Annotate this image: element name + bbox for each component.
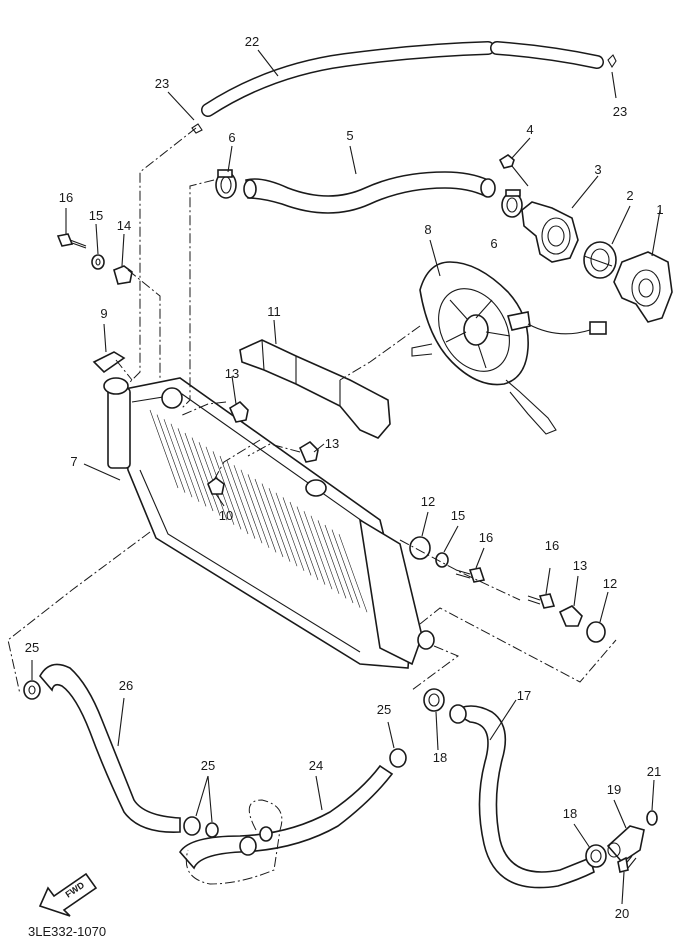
callout-3: 3	[594, 162, 601, 177]
callout-13: 13	[573, 558, 587, 573]
forward-arrow: FWD	[38, 872, 98, 917]
leader-lines	[31, 49, 661, 905]
hose-clamp-25-left	[23, 680, 41, 700]
callout-17: 17	[517, 688, 531, 703]
callout-15: 15	[89, 208, 103, 223]
pipe-24	[179, 764, 394, 870]
radiator-fins	[149, 409, 368, 613]
clip-23-left	[191, 123, 203, 134]
callout-23: 23	[613, 104, 627, 119]
callout-20: 20	[615, 906, 629, 921]
callout-16: 16	[545, 538, 559, 553]
bolt-16-middle	[455, 567, 486, 583]
callout-13: 13	[325, 436, 339, 451]
hose-5	[243, 171, 496, 214]
callout-25: 25	[377, 702, 391, 717]
thermostat-cover-3	[521, 201, 579, 263]
callout-12: 12	[603, 576, 617, 591]
bolt-16-right	[527, 593, 556, 609]
radiator-7	[103, 377, 435, 669]
collar-13-middle	[298, 440, 319, 463]
hose-clamp-18-upper	[423, 688, 445, 712]
grommet-12-upper	[409, 536, 431, 560]
hose-22	[201, 41, 604, 117]
grommet-12-lower	[586, 621, 606, 643]
callout-14: 14	[117, 218, 131, 233]
callout-24: 24	[309, 758, 323, 773]
callout-13: 13	[225, 366, 239, 381]
callout-19: 19	[607, 782, 621, 797]
callout-5: 5	[346, 128, 353, 143]
callout-16: 16	[479, 530, 493, 545]
fitting-19	[606, 825, 645, 864]
hose-clamp-25-right	[389, 748, 407, 768]
thermostat-housing-1	[613, 251, 673, 323]
hose-26	[39, 663, 181, 833]
hose-clamp-6-right	[501, 189, 523, 218]
callout-21: 21	[647, 764, 661, 779]
callout-4: 4	[526, 122, 533, 137]
callout-9: 9	[100, 306, 107, 321]
diagram-code: 3LE332-1070	[28, 924, 106, 939]
callout-16: 16	[59, 190, 73, 205]
callout-25: 25	[201, 758, 215, 773]
hose-clamp-18-lower	[585, 844, 607, 868]
callout-26: 26	[119, 678, 133, 693]
callout-6: 6	[490, 236, 497, 251]
callout-18: 18	[563, 806, 577, 821]
callout-11: 11	[267, 304, 281, 319]
cover-bracket-11	[239, 339, 391, 439]
bolt-20	[617, 855, 637, 873]
hose-clamp-25-middle-b	[205, 822, 219, 838]
callout-7: 7	[70, 454, 77, 469]
callout-23: 23	[155, 76, 169, 91]
fan-assembly-8	[411, 261, 607, 435]
callout-2: 2	[626, 188, 633, 203]
callout-6: 6	[228, 130, 235, 145]
callout-10: 10	[219, 508, 233, 523]
bolt-16-upper	[56, 233, 87, 249]
bolt-4	[498, 154, 529, 187]
callout-1: 1	[656, 202, 663, 217]
cap-9	[92, 351, 126, 374]
hose-clamp-6-left	[215, 169, 237, 199]
thermostat-2	[583, 241, 617, 279]
collar-13-upper	[228, 400, 249, 423]
callout-15: 15	[451, 508, 465, 523]
hose-17	[449, 704, 595, 889]
callout-12: 12	[421, 494, 435, 509]
collar-13-lower	[558, 605, 583, 627]
callout-8: 8	[424, 222, 431, 237]
callout-22: 22	[245, 34, 259, 49]
clip-23-right	[607, 54, 617, 69]
callout-25: 25	[25, 640, 39, 655]
assembly-lines	[7, 127, 617, 885]
hose-clamp-25-middle-a	[183, 816, 201, 836]
washer-15-upper	[91, 254, 105, 270]
o-ring-21	[646, 810, 658, 826]
grommet-14	[113, 265, 133, 285]
callout-18: 18	[433, 750, 447, 765]
